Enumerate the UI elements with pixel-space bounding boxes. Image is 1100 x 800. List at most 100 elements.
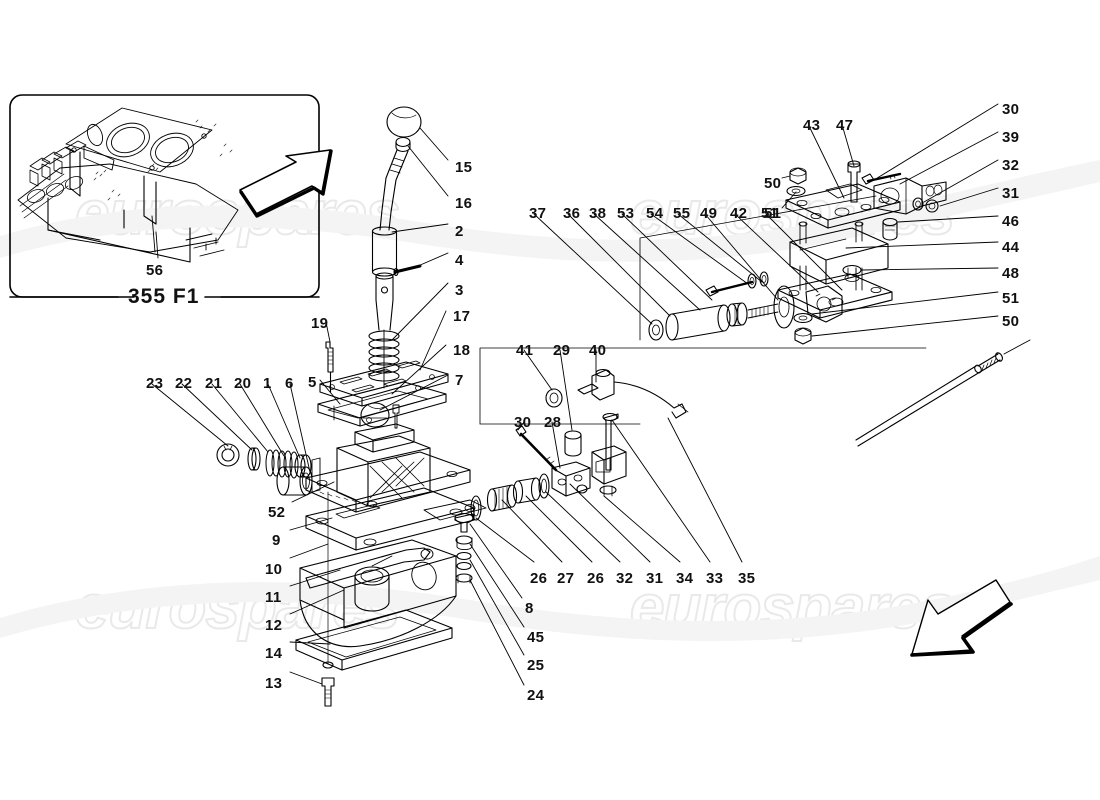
- callout-8: 8: [525, 600, 534, 617]
- callout-54: 54: [646, 205, 664, 222]
- circlip-23: [216, 443, 240, 467]
- callout-21: 21: [205, 375, 223, 392]
- fastener-stack: [454, 512, 474, 584]
- callout-17: 17: [453, 308, 471, 325]
- callout-41: 41: [516, 342, 534, 359]
- callout-47: 47: [836, 117, 854, 134]
- gearbox-housing: [295, 402, 475, 707]
- callout-30-center: 30: [514, 414, 532, 431]
- washer-22: [247, 447, 261, 471]
- callout-19: 19: [311, 315, 329, 332]
- callout-20: 20: [234, 375, 252, 392]
- clamp-assembly: [591, 412, 627, 497]
- callout-36: 36: [563, 205, 581, 222]
- callout-40: 40: [589, 342, 607, 359]
- callout-27: 27: [557, 570, 575, 587]
- callout-11: 11: [265, 589, 282, 606]
- pin-29: [564, 430, 582, 457]
- callout-16: 16: [455, 195, 473, 212]
- long-rod: [855, 339, 1031, 447]
- seal-26a: [470, 495, 482, 521]
- sleeve-26b: [512, 477, 542, 504]
- solenoid-39: [873, 177, 947, 215]
- callout-35: 35: [738, 570, 756, 587]
- callout-28: 28: [544, 414, 562, 431]
- washer-32: [538, 473, 550, 499]
- callout-4: 4: [455, 252, 464, 269]
- inset-panel: [9, 94, 333, 298]
- callout-7: 7: [455, 372, 464, 389]
- inset-arrow: [239, 149, 333, 218]
- callout-50-left: 50: [764, 175, 782, 192]
- bolt-53: [705, 280, 754, 297]
- callout-44: 44: [1002, 239, 1020, 256]
- callout-48: 48: [1002, 265, 1020, 282]
- spring-21: [265, 449, 299, 479]
- block-44: [789, 227, 889, 285]
- detent-parts-row: [216, 443, 321, 496]
- nut-50-top: [789, 167, 807, 185]
- callout-42: 42: [730, 205, 748, 222]
- washer-48: [842, 264, 862, 282]
- inset-title: 355 F1: [128, 285, 200, 308]
- callout-22: 22: [175, 375, 193, 392]
- leader-lines: [151, 103, 999, 686]
- callout-51-right: 51: [1002, 290, 1020, 307]
- callout-49: 49: [700, 205, 718, 222]
- callout-9: 9: [272, 532, 281, 549]
- callout-15: 15: [455, 159, 473, 176]
- callout-30-right: 30: [1002, 101, 1020, 118]
- callout-5-lever: 5: [308, 374, 317, 391]
- callout-50-right: 50: [1002, 313, 1020, 330]
- callout-34: 34: [676, 570, 694, 587]
- callout-14: 14: [265, 645, 283, 662]
- callout-56: 56: [146, 262, 164, 279]
- callout-25: 25: [527, 657, 545, 674]
- washer-32-right: [912, 197, 924, 211]
- callout-51-left: 51: [764, 205, 782, 222]
- upper-right-assembly: [479, 160, 947, 425]
- gear-lever-assembly: [317, 106, 449, 427]
- nut-50-bottom: [794, 327, 812, 345]
- upper-shaft-row: [648, 271, 843, 341]
- callout-38: 38: [589, 205, 607, 222]
- callout-33: 33: [706, 570, 724, 587]
- callout-23: 23: [146, 375, 164, 392]
- bushing-27: [486, 484, 518, 512]
- callout-43: 43: [803, 117, 821, 134]
- callout-1: 1: [263, 375, 272, 392]
- callout-29: 29: [553, 342, 571, 359]
- nut-31-right: [925, 199, 939, 213]
- callout-3: 3: [455, 282, 464, 299]
- callout-31-center: 31: [646, 570, 664, 587]
- page-arrow: [910, 579, 1013, 657]
- callout-37: 37: [529, 205, 547, 222]
- callout-32-center: 32: [616, 570, 634, 587]
- shift-arm-10: [305, 547, 434, 589]
- callout-46: 46: [1002, 213, 1020, 230]
- callout-24: 24: [527, 687, 545, 704]
- bolt-13: [321, 677, 335, 707]
- callout-26-b: 26: [587, 570, 605, 587]
- callout-26-a: 26: [530, 570, 548, 587]
- callout-45: 45: [527, 629, 545, 646]
- callout-18: 18: [453, 342, 471, 359]
- callout-51-mid: 51: [761, 205, 779, 222]
- inset-dashboard: [17, 107, 239, 263]
- washer-41: [545, 388, 563, 408]
- callout-6: 6: [285, 375, 294, 392]
- callout-53: 53: [617, 205, 635, 222]
- callout-52: 52: [268, 504, 286, 521]
- callout-32-right: 32: [1002, 157, 1020, 174]
- callout-13: 13: [265, 675, 283, 692]
- bushing-38: [726, 302, 748, 327]
- tube-36: [665, 304, 731, 341]
- callout-2: 2: [455, 223, 464, 240]
- callout-31-right: 31: [1002, 185, 1020, 202]
- screw-19: [325, 341, 334, 393]
- bolt-30: [515, 425, 558, 472]
- callout-39: 39: [1002, 129, 1020, 146]
